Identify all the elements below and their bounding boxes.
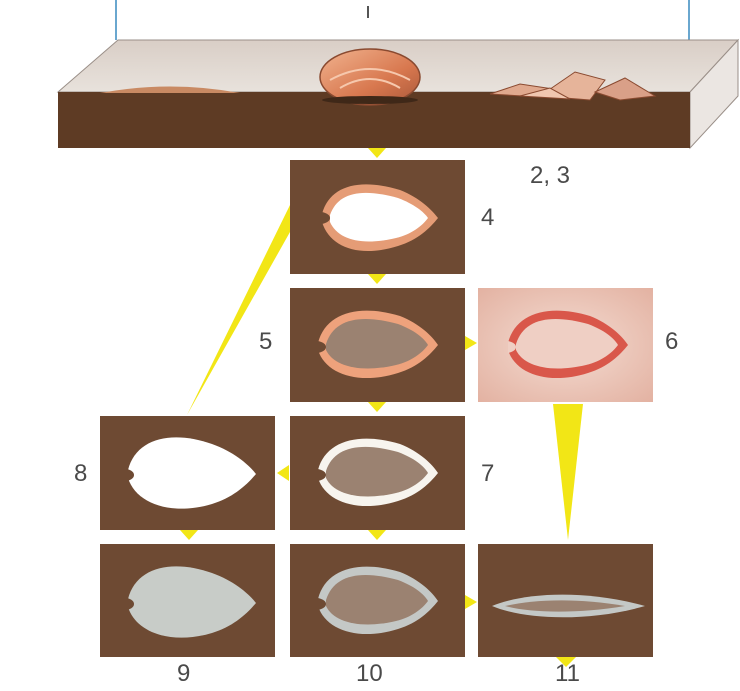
arrow-block-to-4: [368, 148, 386, 158]
label-stage-8: 8: [74, 462, 87, 486]
label-stage-9: 9: [177, 662, 190, 686]
panel-stage-10: [290, 544, 465, 657]
arrow-4-to-5: [368, 274, 386, 284]
panel-stage-6: [478, 288, 653, 402]
label-stage-2-3: 2, 3: [530, 164, 570, 188]
label-stage-4: 4: [481, 206, 494, 230]
beam-6-to-11: [553, 404, 583, 540]
label-stage-6: 6: [665, 330, 678, 354]
panel-stage-7: [290, 416, 465, 530]
arrow-10-to-11: [465, 595, 477, 609]
arrow-5-to-7: [368, 402, 386, 412]
label-stage-11: 11: [555, 662, 580, 686]
panel-stage-11: [478, 544, 653, 657]
arrow-8-to-9: [180, 530, 198, 540]
panel-stage-9: [100, 544, 275, 657]
label-stage-7: 7: [481, 462, 494, 486]
panel-stage-4: [290, 160, 465, 274]
arrow-7-to-10: [368, 530, 386, 540]
beam-4-to-8: [187, 205, 290, 415]
arrow-7-to-8: [277, 465, 289, 481]
label-stage-5: 5: [259, 330, 272, 354]
panel-stage-8: [100, 416, 275, 530]
arrow-5-to-6: [465, 336, 477, 350]
intact-shell: [320, 49, 420, 105]
label-stage-10: 10: [356, 662, 383, 686]
panel-stage-5: [290, 288, 465, 402]
